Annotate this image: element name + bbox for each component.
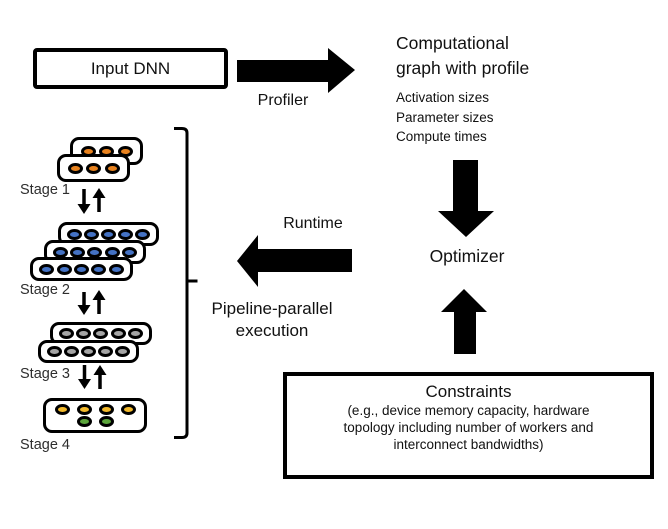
stage3-stage4-up-arrow-icon xyxy=(93,365,107,389)
stage3-stage4-down-arrow-icon xyxy=(78,365,91,389)
neuron-dot xyxy=(86,162,101,174)
stage2-layer-card xyxy=(30,257,133,281)
neuron-dot xyxy=(108,263,124,275)
neuron-dot xyxy=(76,404,92,415)
neuron-dot xyxy=(56,263,72,275)
runtime-label: Runtime xyxy=(283,215,343,232)
comp-graph-item-activation-sizes: Activation sizes xyxy=(396,90,490,105)
stage1-label: Stage 1 xyxy=(20,182,70,198)
stages-bracket xyxy=(174,127,198,439)
comp-graph-title-line2: graph with profile xyxy=(396,58,530,78)
graph-to-optimizer-down-arrow-icon xyxy=(438,160,494,237)
neuron-dot xyxy=(101,228,116,240)
neuron-dot xyxy=(118,228,133,240)
neuron-dot xyxy=(76,328,92,339)
neuron-dot xyxy=(98,346,113,357)
stage4-layer-card xyxy=(43,398,147,433)
neuron-dot xyxy=(64,346,79,357)
pipeline-label-line1: Pipeline-parallel xyxy=(211,299,333,318)
input-dnn-label: Input DNN xyxy=(90,58,171,78)
stage2-stage3-up-arrow-icon xyxy=(92,290,106,314)
stage2-stage3-down-arrow-icon xyxy=(77,292,91,315)
neuron-dot xyxy=(121,246,137,258)
stage4-label: Stage 4 xyxy=(20,437,70,453)
comp-graph-title-line1: Computational xyxy=(396,33,509,53)
stage3-label: Stage 3 xyxy=(20,366,70,382)
neuron-dot xyxy=(127,328,143,339)
neuron-dot xyxy=(87,246,103,258)
neuron-dot xyxy=(70,246,86,258)
constraints-box: Constraints (e.g., device memory capacit… xyxy=(283,372,654,479)
comp-graph-item-parameter-sizes: Parameter sizes xyxy=(396,109,494,125)
profiler-right-arrow-icon xyxy=(237,48,355,93)
pipeline-parallel-execution-label: Pipeline-parallel execution xyxy=(197,298,347,342)
stage1-stage2-up-arrow-icon xyxy=(92,188,106,212)
neuron-dot xyxy=(93,328,109,339)
stage1-layer-card xyxy=(57,154,130,182)
neuron-dot xyxy=(135,228,150,240)
computational-graph-text-block: Computational graph with profile Activat… xyxy=(396,31,529,147)
neuron-dot xyxy=(120,404,136,415)
runtime-left-arrow-icon xyxy=(237,235,352,287)
neuron-dot xyxy=(110,328,126,339)
stage3-layer-card xyxy=(38,340,139,363)
neuron-dot xyxy=(39,263,55,275)
neuron-dot xyxy=(104,246,120,258)
stage2-layer-card xyxy=(44,240,146,264)
profiler-label: Profiler xyxy=(257,92,309,109)
neuron-dot xyxy=(115,346,130,357)
optimizer-label: Optimizer xyxy=(429,246,505,266)
neuron-dot xyxy=(81,346,96,357)
neuron-dot xyxy=(53,246,69,258)
neuron-dot xyxy=(59,328,75,339)
comp-graph-item-compute-times: Compute times xyxy=(396,129,487,144)
constraints-line2: topology including number of workers and xyxy=(343,420,594,435)
neuron-dot xyxy=(98,416,114,427)
constraints-to-optimizer-up-arrow-icon xyxy=(441,289,487,354)
neuron-dot xyxy=(54,404,70,415)
constraints-line3: interconnect bandwidths) xyxy=(393,437,544,452)
neuron-dot xyxy=(47,346,62,357)
constraints-title: Constraints xyxy=(425,382,512,401)
neuron-dot xyxy=(67,162,83,174)
neuron-dot xyxy=(76,416,92,427)
stage4-top-dot-row xyxy=(54,404,136,415)
constraints-line1: (e.g., device memory capacity, hardware xyxy=(347,403,590,418)
neuron-dot xyxy=(98,404,114,415)
neuron-dot xyxy=(104,162,120,174)
stage1-stage2-down-arrow-icon xyxy=(77,189,91,214)
pipeline-label-line2: execution xyxy=(235,321,309,340)
input-dnn-box: Input DNN xyxy=(33,48,228,89)
stage4-bottom-dot-row xyxy=(76,416,114,427)
neuron-dot xyxy=(91,263,107,275)
neuron-dot xyxy=(67,228,82,240)
neuron-dot xyxy=(84,228,99,240)
stage2-label: Stage 2 xyxy=(20,282,70,298)
neuron-dot xyxy=(73,263,89,275)
